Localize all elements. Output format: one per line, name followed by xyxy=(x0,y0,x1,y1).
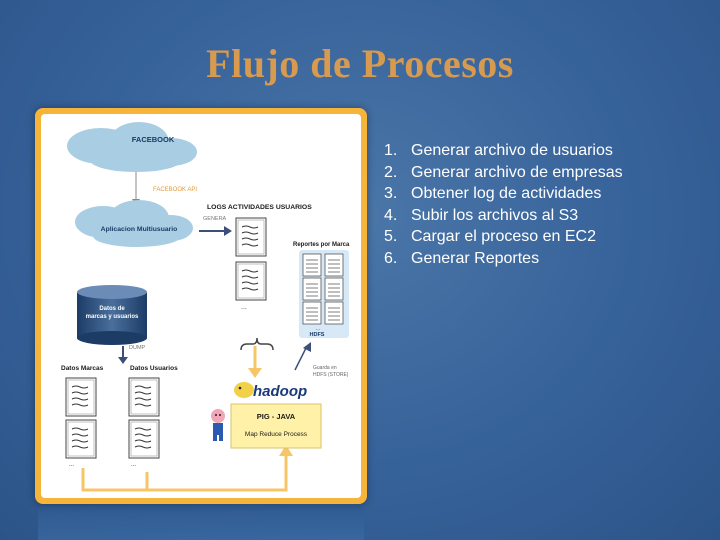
logs-label: LOGS ACTIVIDADES USUARIOS xyxy=(207,204,312,211)
arrow-head xyxy=(248,368,262,378)
step-number: 6. xyxy=(384,249,398,267)
marcas-document xyxy=(65,377,97,417)
usuarios-document xyxy=(128,377,160,417)
slide-title: Flujo de Procesos xyxy=(206,41,514,86)
step-number: 2. xyxy=(384,163,398,181)
step-item: 1. Generar archivo de usuarios xyxy=(384,140,623,162)
step-text: Generar archivo de empresas xyxy=(411,163,623,181)
mapreduce-box xyxy=(230,403,322,449)
step-text: Cargar el proceso en EC2 xyxy=(411,228,596,245)
diagram-frame: FACEBOOK FACEBOOK API Aplicacion Multius… xyxy=(35,108,367,504)
mapreduce-label: Map Reduce Process xyxy=(245,431,308,438)
guarda-label-line2: HDFS (STORE) xyxy=(313,372,349,378)
genera-label: GENERA xyxy=(203,216,227,222)
db-label-line1: Datos de xyxy=(99,306,125,312)
pig-mascot-icon xyxy=(211,409,225,441)
step-text: Generar Reportes xyxy=(411,249,540,267)
facebook-api-label: FACEBOOK API xyxy=(153,187,197,193)
input-connector xyxy=(81,452,288,492)
brace-icon xyxy=(240,337,274,351)
process-steps-list: 1. Generar archivo de usuarios 2. Generar … xyxy=(384,140,623,269)
hadoop-label: hadoop xyxy=(253,383,307,400)
step-text: Obtener log de actividades xyxy=(411,185,602,202)
database-icon: Datos de marcas y usuarios xyxy=(77,285,147,345)
step-item: 5. Cargar el proceso en EC2 xyxy=(384,226,623,248)
step-number: 5. xyxy=(384,228,398,245)
arrow-head xyxy=(118,357,128,364)
app-label: Aplicacion Multiusuario xyxy=(101,226,178,233)
step-text: Generar archivo de usuarios xyxy=(411,142,613,159)
facebook-cloud: FACEBOOK xyxy=(67,122,197,172)
step-number: 1. xyxy=(384,142,398,159)
datos-marcas-label: Datos Marcas xyxy=(61,365,104,372)
app-cloud: Aplicacion Multiusuario xyxy=(75,200,193,247)
datos-usuarios-label: Datos Usuarios xyxy=(130,365,178,372)
step-item: 2. Generar archivo de empresas xyxy=(384,162,623,184)
arrow-head xyxy=(224,226,232,236)
guarda-label-line1: Guarda en xyxy=(313,365,337,371)
arrow-head xyxy=(279,445,293,456)
frame-reflection xyxy=(38,506,364,540)
dump-label: DUMP xyxy=(129,345,146,351)
facebook-label: FACEBOOK xyxy=(132,135,175,144)
step-text: Subir los archivos al S3 xyxy=(411,206,579,224)
dots-label: ... xyxy=(241,304,247,311)
store-arrow xyxy=(294,345,308,371)
step-item: 4. Subir los archivos al S3 xyxy=(384,205,623,227)
step-number: 4. xyxy=(384,206,398,224)
marcas-document xyxy=(65,419,97,459)
pig-label: PIG - JAVA xyxy=(257,412,296,421)
step-item: 3. Obtener log de actividades xyxy=(384,183,623,205)
reportes-label: Reportes por Marca xyxy=(293,242,350,248)
log-document xyxy=(235,217,267,257)
usuarios-document xyxy=(128,419,160,459)
hadoop-logo: hadoop xyxy=(234,382,307,400)
dots-label: ... xyxy=(131,462,136,468)
process-flow-diagram: FACEBOOK FACEBOOK API Aplicacion Multius… xyxy=(61,122,350,492)
log-document xyxy=(235,261,267,301)
arrow-head xyxy=(303,342,311,352)
step-item: 6. Generar Reportes xyxy=(384,248,623,270)
dots-label: ... xyxy=(316,326,320,332)
db-label-line2: marcas y usuarios xyxy=(86,314,139,320)
diagram-canvas: FACEBOOK FACEBOOK API Aplicacion Multius… xyxy=(41,114,361,498)
hdfs-label: HDFS xyxy=(310,332,325,338)
step-number: 3. xyxy=(384,185,398,202)
dots-label: ... xyxy=(69,462,74,468)
